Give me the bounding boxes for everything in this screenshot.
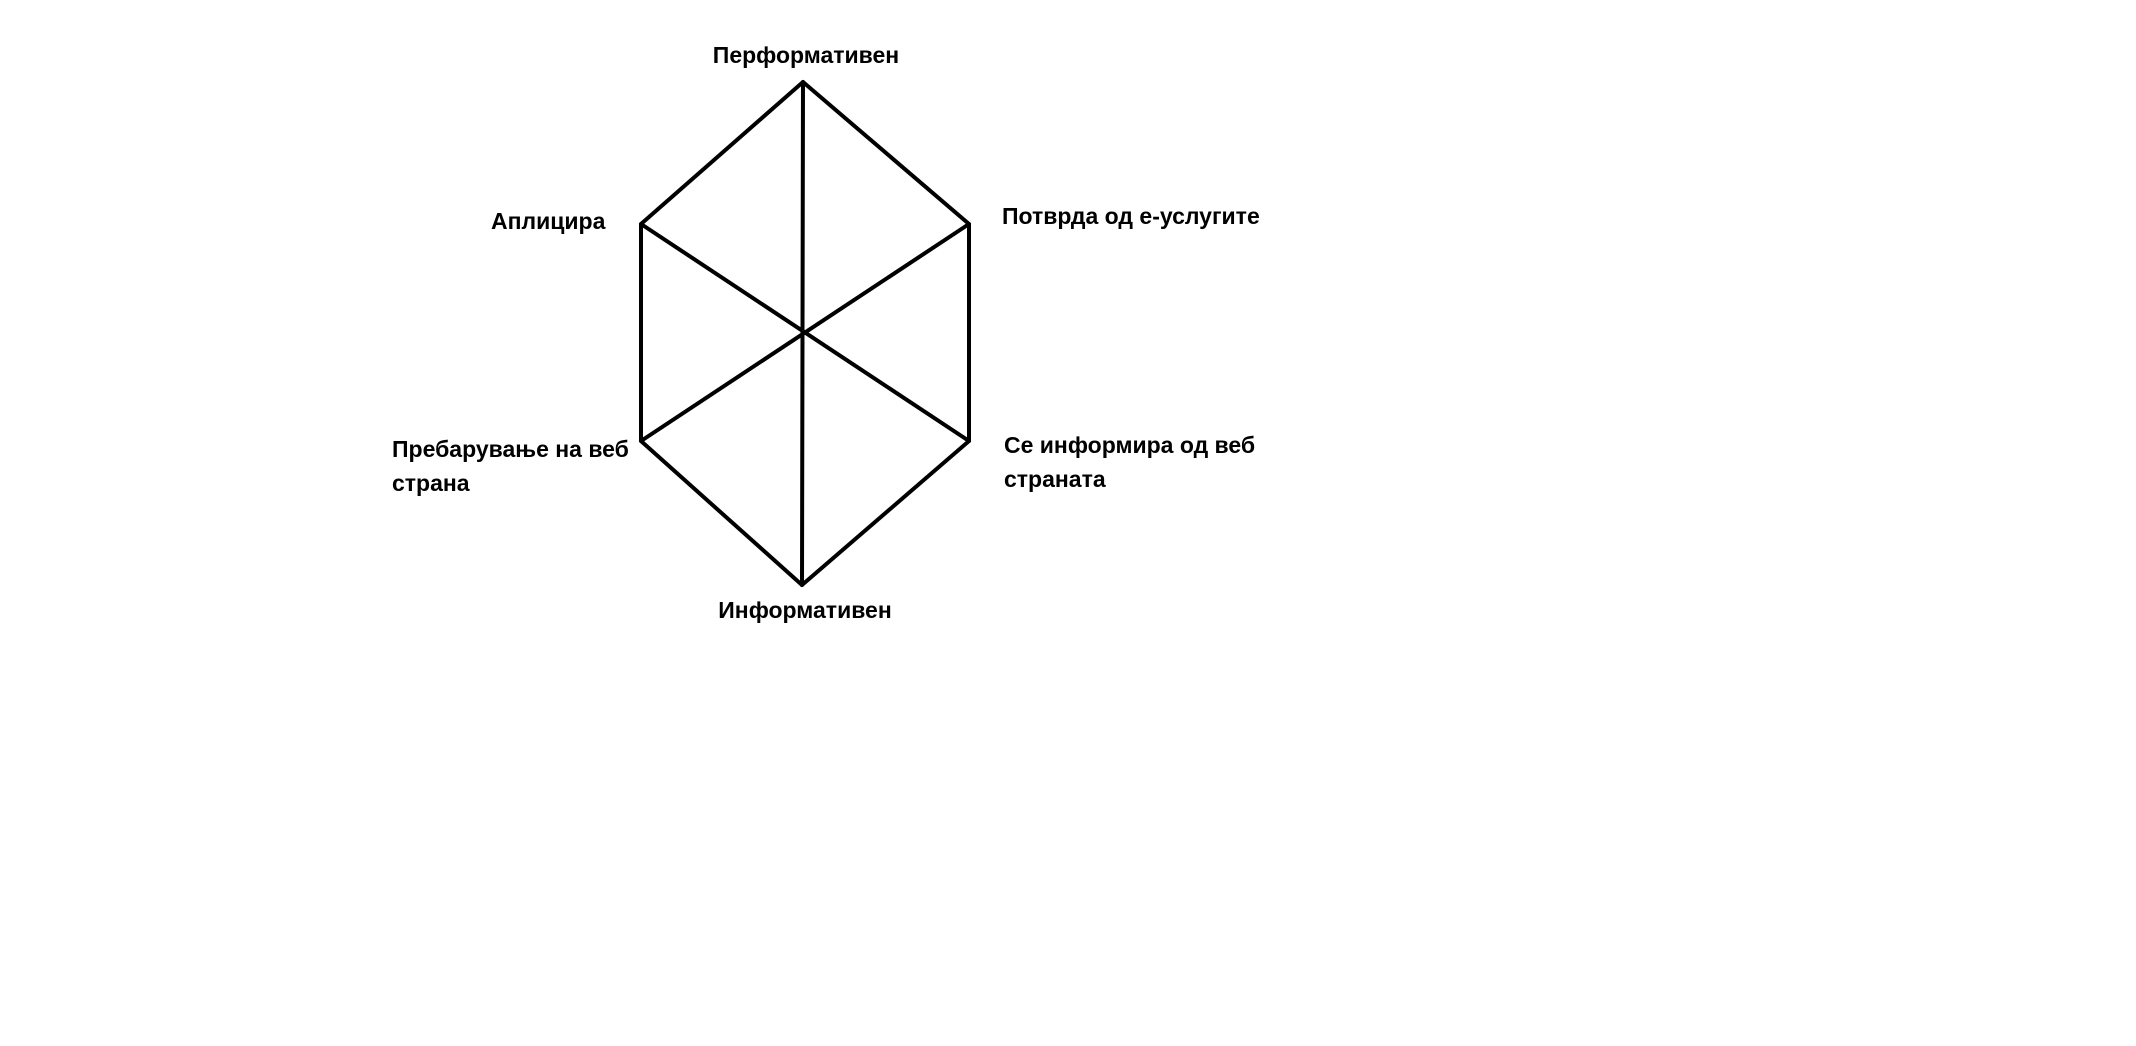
- label-web-informed-line1: Се информира од веб: [1004, 432, 1256, 458]
- label-web-informed-line2: страната: [1004, 466, 1106, 492]
- label-web-informed: Се информира од веб страната: [1004, 428, 1255, 496]
- label-web-search: Пребарување на веб страна: [392, 432, 629, 500]
- label-web-search-line1: Пребарување на веб: [392, 436, 629, 462]
- label-web-search-line2: страна: [392, 470, 470, 496]
- diagonal-ur-ll: [639, 222, 971, 443]
- label-eservices-confirmation: Потврда од е-услугите: [1002, 203, 1260, 229]
- label-applies: Аплицира: [491, 208, 606, 234]
- label-performative: Перформативен: [712, 42, 900, 68]
- label-informative: Информативен: [718, 597, 892, 623]
